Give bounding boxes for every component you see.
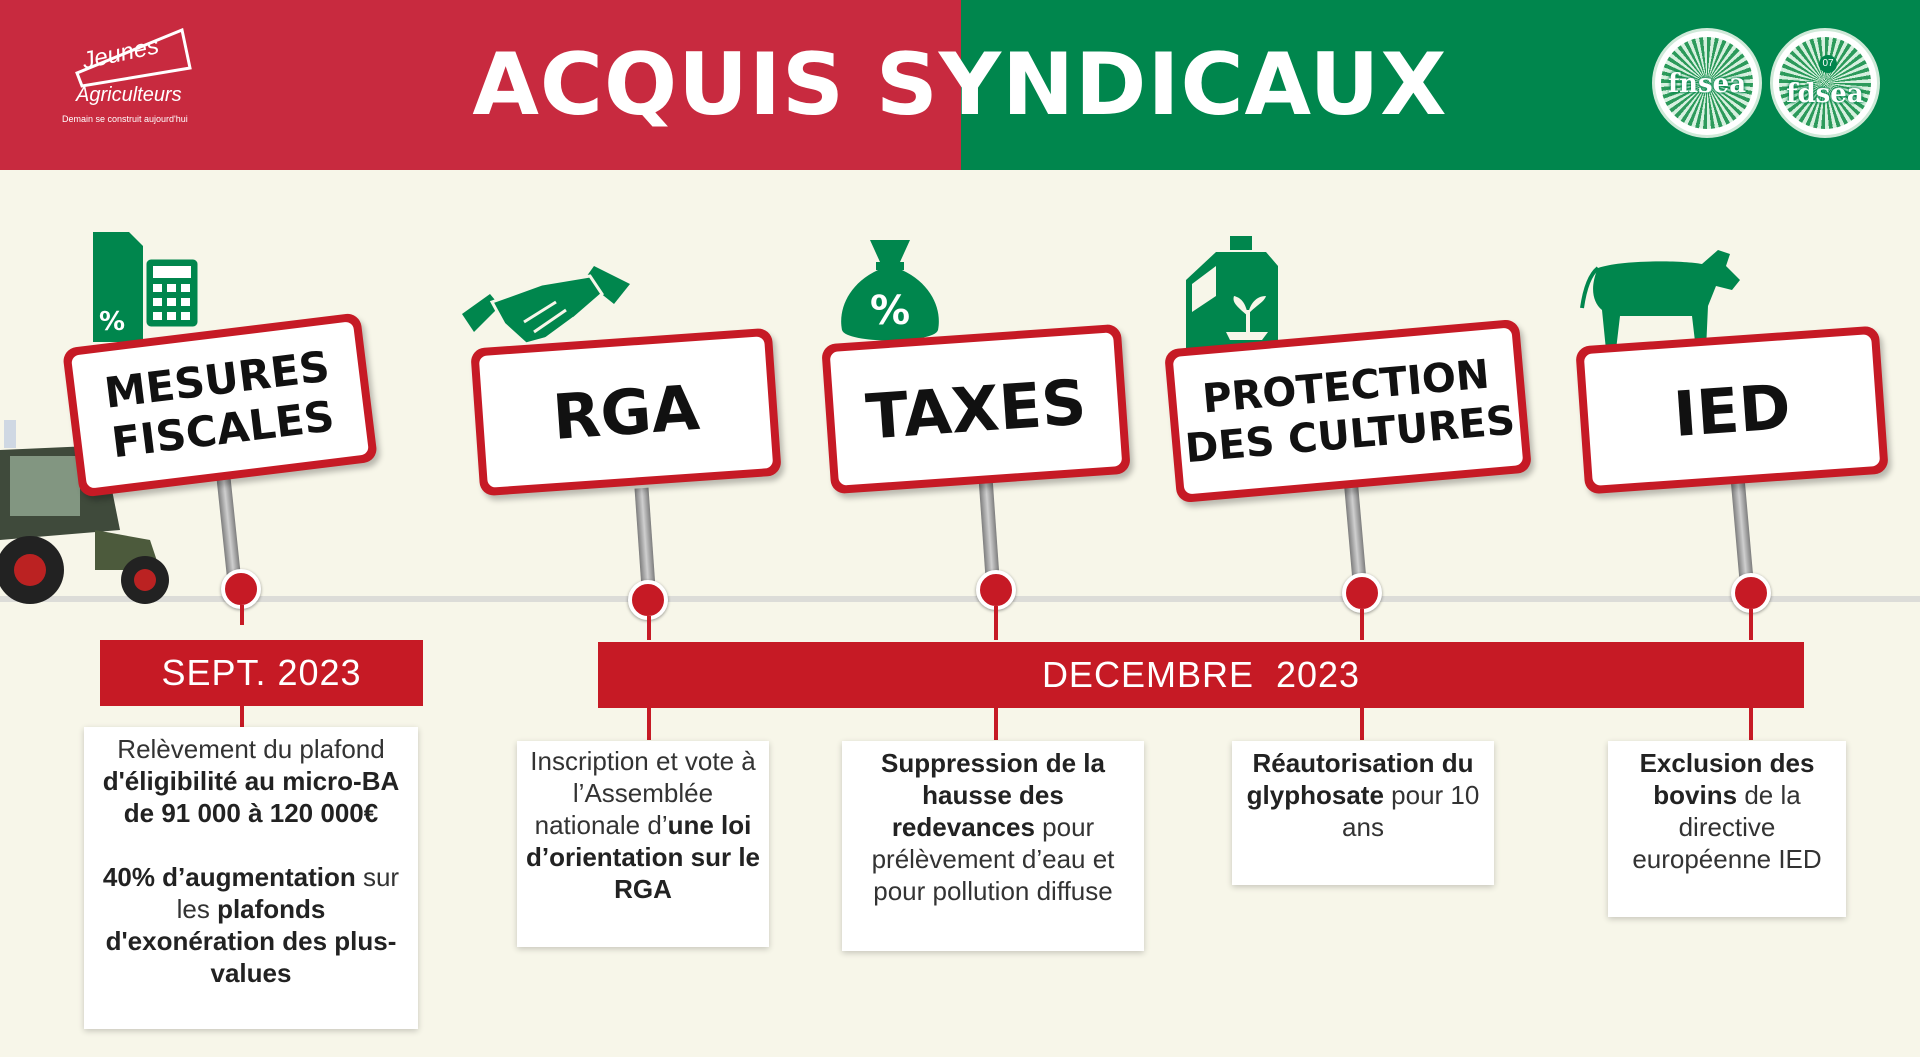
flag-icon xyxy=(75,28,192,88)
detail-box-protection: Réautorisation du glyphosate pour 10 ans xyxy=(1232,741,1494,885)
detail-box-mesures-fiscales: Relèvement du plafond d'éligibilité au m… xyxy=(84,727,418,1029)
detail-box-ied: Exclusion des bovins de la directive eur… xyxy=(1608,741,1846,917)
jeunes-agriculteurs-logo: Jeunes Agriculteurs Demain se construit … xyxy=(60,22,210,132)
timeline-dot xyxy=(1342,573,1382,613)
timeline-connector xyxy=(994,606,998,640)
sign-ied: IED xyxy=(1575,325,1889,495)
svg-text:%: % xyxy=(870,288,910,334)
timeline-connector xyxy=(240,706,244,728)
timeline-connector xyxy=(1749,708,1753,740)
sign-pole xyxy=(978,469,1000,586)
timeline-dot xyxy=(221,569,261,609)
sign-pole xyxy=(1730,473,1754,585)
detail-box-rga: Inscription et vote à l’Assemblée nation… xyxy=(517,741,769,947)
page-title: ACQUIS SYNDICAUX xyxy=(472,35,1448,135)
timeline-connector xyxy=(1360,609,1364,640)
timeline-connector xyxy=(1360,708,1364,740)
detail-box-taxes: Suppression de la hausse des redevances … xyxy=(842,741,1144,951)
timeline-connector xyxy=(1749,609,1753,640)
logo-text-agriculteurs: Agriculteurs xyxy=(76,84,182,106)
timeline-connector xyxy=(994,708,998,740)
cow-icon xyxy=(1580,250,1740,350)
sign-rga: RGA xyxy=(470,327,782,497)
sign-label: TAXES xyxy=(829,332,1123,486)
svg-text:%: % xyxy=(99,307,125,337)
timeline-connector xyxy=(647,616,651,640)
date-band-sept-2023: SEPT. 2023 xyxy=(100,640,423,706)
timeline-dot xyxy=(1731,573,1771,613)
sign-label: IED xyxy=(1583,334,1881,486)
sign-taxes: TAXES xyxy=(821,323,1131,495)
timeline-dot xyxy=(976,570,1016,610)
fnsea-logo: fnsea xyxy=(1652,28,1762,138)
money-bag-percent-icon: % xyxy=(841,240,939,341)
timeline-line xyxy=(0,596,1920,602)
logo-tagline: Demain se construit aujourd'hui xyxy=(62,114,188,124)
jerrycan-plant-icon xyxy=(1186,236,1278,350)
handshake-icon xyxy=(462,266,630,346)
timeline-dot xyxy=(628,580,668,620)
timeline-connector xyxy=(240,605,244,625)
sign-pole xyxy=(1343,471,1367,588)
fdsea-logo: 07 fdsea xyxy=(1770,28,1880,138)
date-band-decembre-2023: DECEMBRE 2023 xyxy=(598,642,1804,708)
header-red-half xyxy=(0,0,961,170)
header-banner: ACQUIS SYNDICAUX Jeunes Agriculteurs Dem… xyxy=(0,0,1920,170)
sign-label: RGA xyxy=(478,336,774,488)
document-calculator-icon: % xyxy=(93,232,199,342)
sign-pole xyxy=(634,487,656,589)
timeline-connector xyxy=(647,708,651,740)
